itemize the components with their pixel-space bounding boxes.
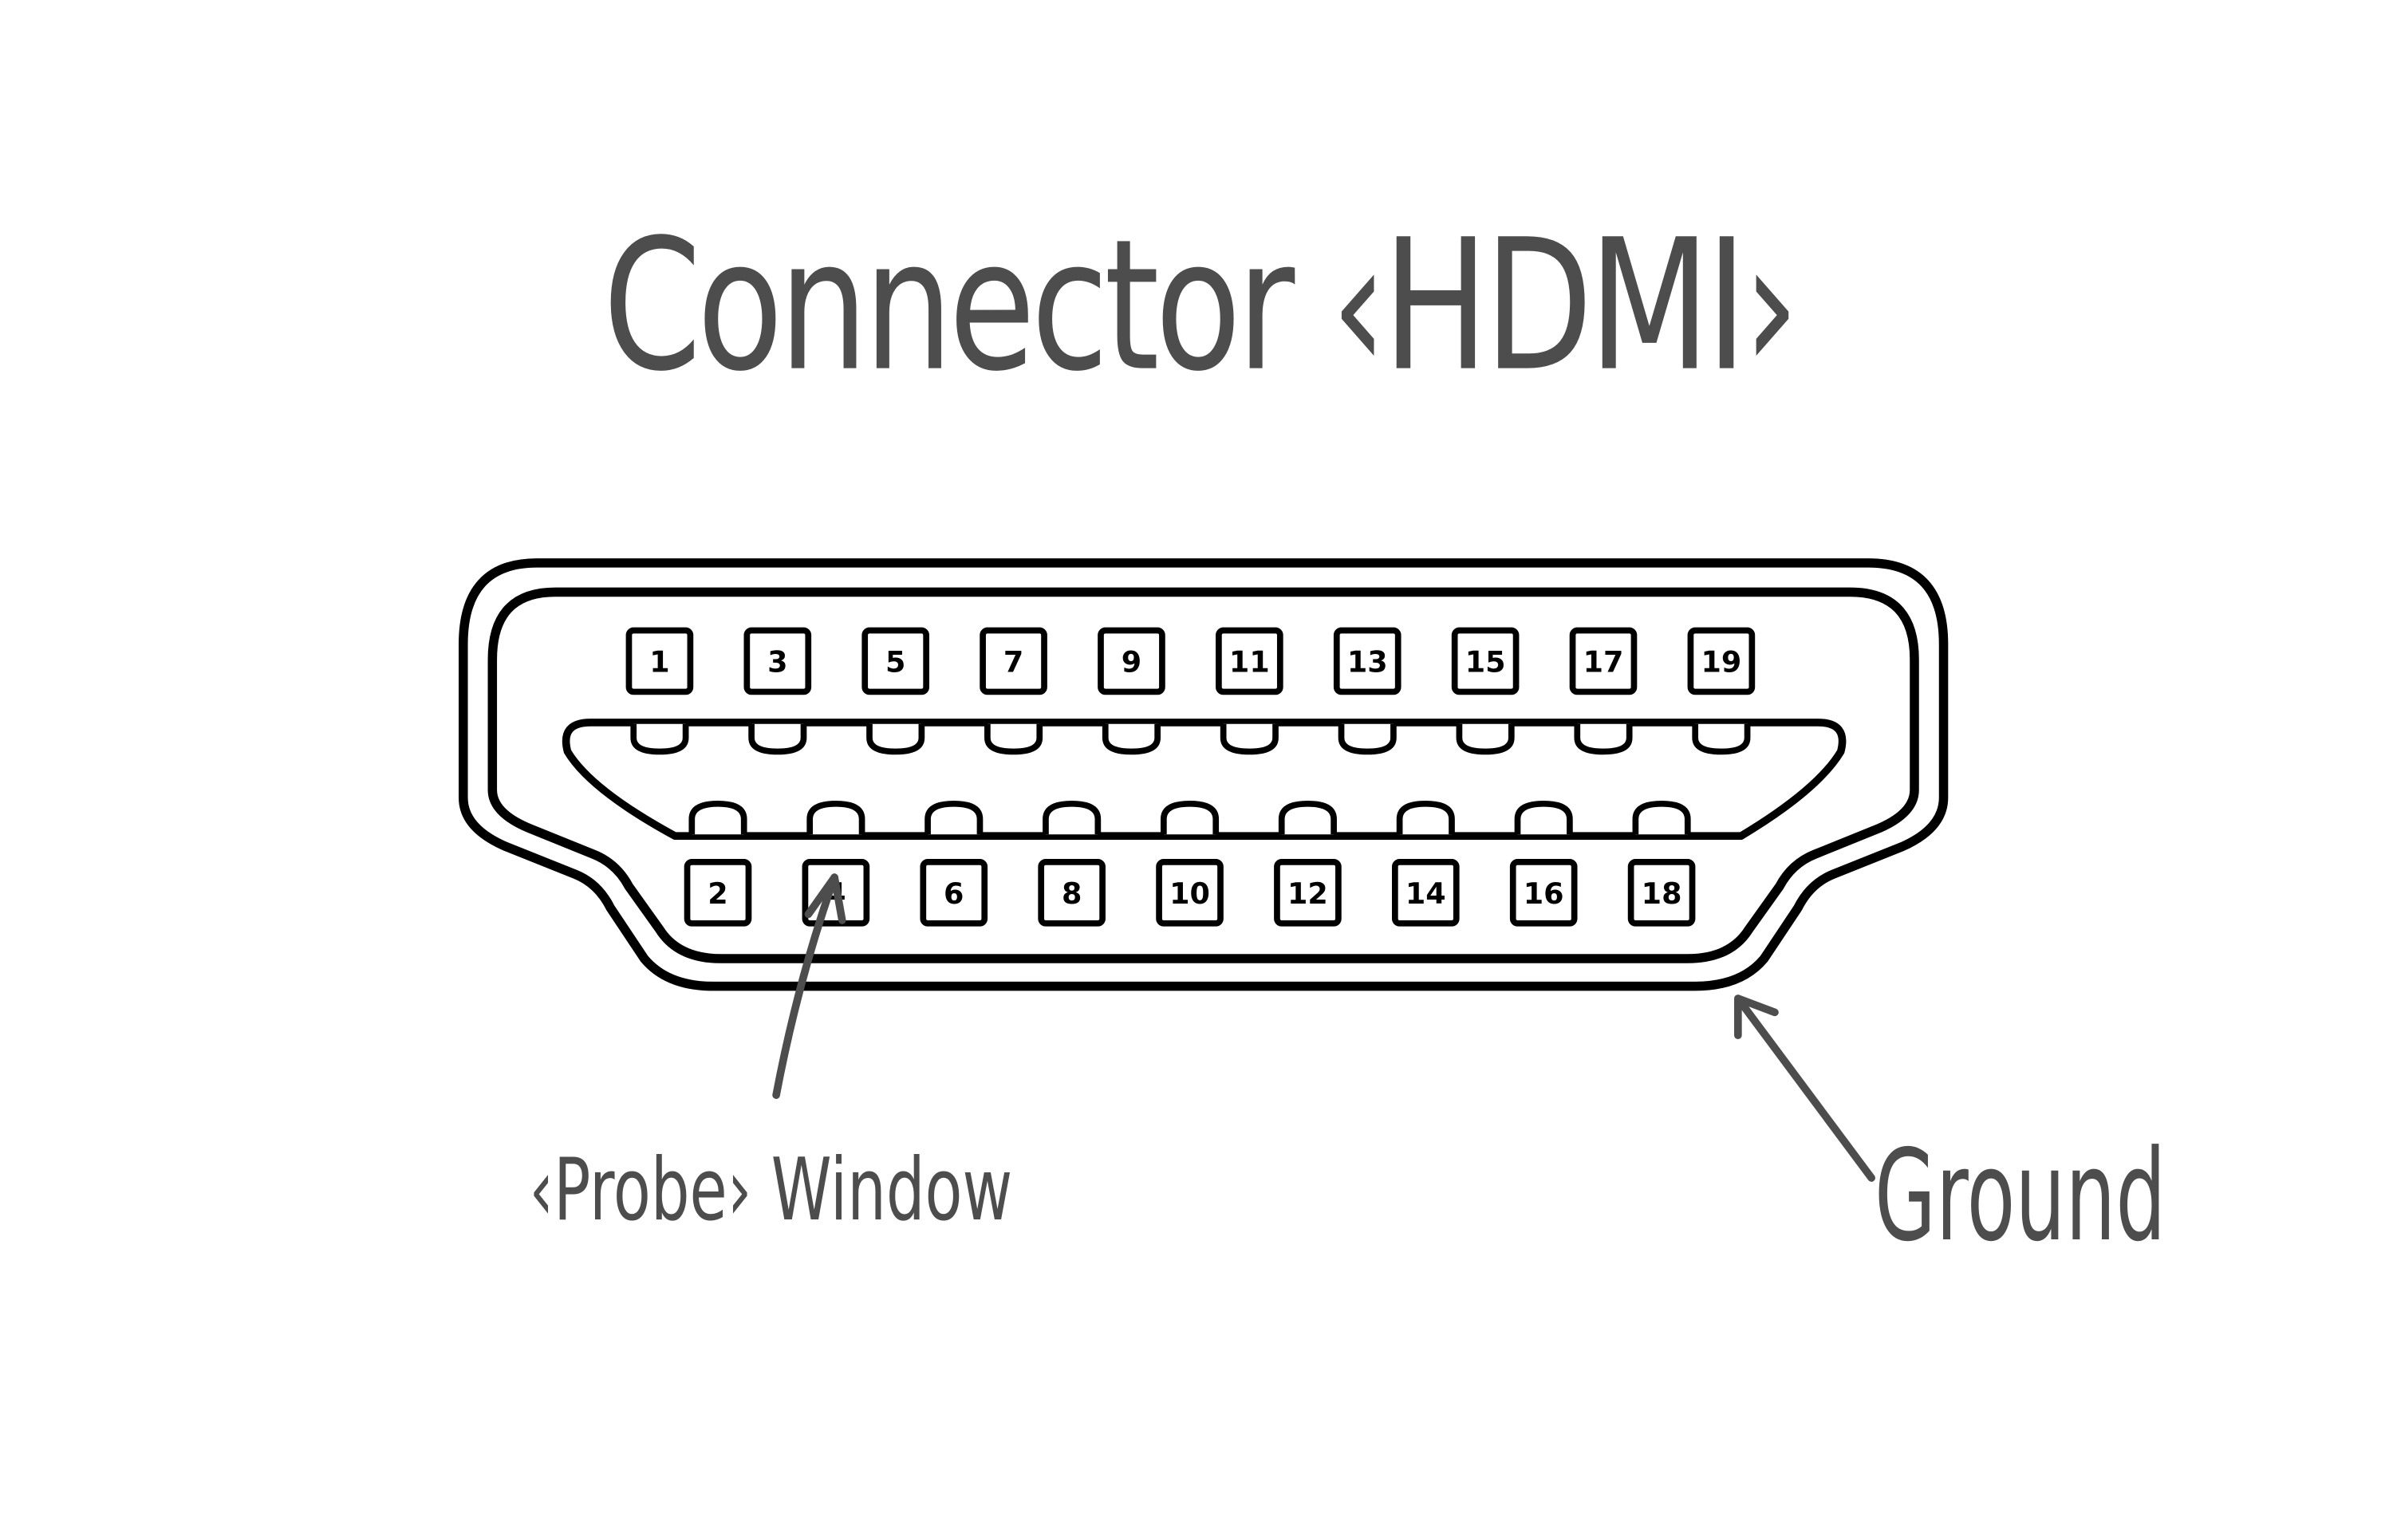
pin-number: 15 xyxy=(1465,644,1506,679)
pin-number: 11 xyxy=(1229,644,1270,679)
pin-6: 6 xyxy=(920,859,988,927)
pin-number: 6 xyxy=(944,876,964,911)
pin-box xyxy=(1156,859,1224,927)
pin-8: 8 xyxy=(1038,859,1106,927)
contact-11 xyxy=(1220,723,1279,755)
probe-arrow-head xyxy=(804,873,846,924)
pin-box xyxy=(1216,627,1283,695)
pin-19: 19 xyxy=(1687,627,1756,695)
contact-3 xyxy=(748,723,807,755)
pin-number: 18 xyxy=(1642,876,1682,911)
contact-8 xyxy=(1043,800,1102,835)
pin-18: 18 xyxy=(1627,859,1696,927)
contact-19 xyxy=(1692,723,1751,755)
ground-label: Ground xyxy=(1875,1124,2166,1270)
pin-box xyxy=(684,859,752,927)
ground-arrow-line xyxy=(1734,995,1875,1182)
pin-3: 3 xyxy=(743,627,812,695)
contact-6 xyxy=(924,800,984,835)
pin-box xyxy=(861,627,929,695)
pin-16: 16 xyxy=(1509,859,1578,927)
pin-number: 2 xyxy=(708,876,727,911)
pin-number: 10 xyxy=(1169,876,1210,911)
pin-10: 10 xyxy=(1156,859,1224,927)
pin-number: 13 xyxy=(1347,644,1388,679)
socket-tongue-outline xyxy=(562,719,1847,840)
contact-13 xyxy=(1338,723,1397,755)
pin-box xyxy=(625,627,694,695)
pin-number: 9 xyxy=(1122,644,1141,679)
pin-box xyxy=(1569,627,1638,695)
pin-box xyxy=(1509,859,1578,927)
contact-12 xyxy=(1278,800,1337,835)
contact-2 xyxy=(688,800,747,835)
pin-box xyxy=(1038,859,1106,927)
pin-number: 7 xyxy=(1003,644,1023,679)
pin-15: 15 xyxy=(1451,627,1520,695)
diagram-title: Connector ‹HDMI› xyxy=(603,200,1800,411)
pin-box xyxy=(1687,627,1756,695)
pin-box xyxy=(1098,627,1165,695)
pin-number: 1 xyxy=(649,644,669,679)
probe-arrow-line xyxy=(772,873,838,1099)
contact-4 xyxy=(806,800,865,835)
pin-box xyxy=(1333,627,1402,695)
pin-12: 12 xyxy=(1274,859,1342,927)
pin-box xyxy=(743,627,812,695)
outer-shell-outline xyxy=(459,558,1949,991)
ground-arrow-head xyxy=(1734,995,1779,1039)
contact-7 xyxy=(984,723,1043,755)
contact-17 xyxy=(1574,723,1633,755)
pin-14: 14 xyxy=(1392,859,1460,927)
pin-box xyxy=(920,859,988,927)
contact-9 xyxy=(1102,723,1161,755)
pin-number: 19 xyxy=(1701,644,1741,679)
pin-2: 2 xyxy=(684,859,752,927)
contact-14 xyxy=(1396,800,1455,835)
probe-arrow xyxy=(772,873,846,1099)
pin-7: 7 xyxy=(980,627,1047,695)
pin-box xyxy=(1451,627,1520,695)
pin-number: 5 xyxy=(885,644,905,679)
top-contacts xyxy=(630,723,1751,755)
pin-number: 8 xyxy=(1062,876,1082,911)
pin-number: 14 xyxy=(1405,876,1446,911)
contact-1 xyxy=(630,723,689,755)
contact-15 xyxy=(1456,723,1515,755)
pin-5: 5 xyxy=(861,627,929,695)
pin-number: 12 xyxy=(1287,876,1328,911)
pin-number: 3 xyxy=(767,644,787,679)
ground-arrow xyxy=(1734,995,1875,1182)
contact-16 xyxy=(1514,800,1573,835)
contact-18 xyxy=(1632,800,1691,835)
pin-number: 16 xyxy=(1524,876,1564,911)
bottom-contacts xyxy=(688,800,1691,835)
pin-11: 11 xyxy=(1216,627,1283,695)
connector-body xyxy=(459,558,1949,991)
inner-shell-outline xyxy=(487,587,1919,963)
pin-1: 1 xyxy=(625,627,694,695)
pin-box xyxy=(980,627,1047,695)
pin-number: 17 xyxy=(1583,644,1624,679)
pin-17: 17 xyxy=(1569,627,1638,695)
contact-5 xyxy=(866,723,925,755)
pin-9: 9 xyxy=(1098,627,1165,695)
probe-window-label: ‹Probe› Window xyxy=(529,1140,1012,1240)
pin-box xyxy=(1627,859,1696,927)
pin-box xyxy=(1274,859,1342,927)
pin-13: 13 xyxy=(1333,627,1402,695)
contact-10 xyxy=(1161,800,1220,835)
pin-box xyxy=(1392,859,1460,927)
